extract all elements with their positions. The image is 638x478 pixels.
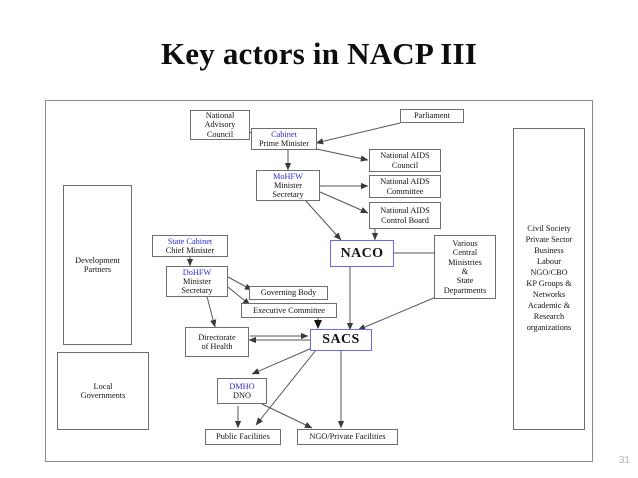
- line: Development: [75, 255, 120, 265]
- line: Control Board: [381, 215, 429, 225]
- line: DoHFW: [182, 267, 212, 277]
- node-national-advisory-council[interactable]: National Advisory Council: [190, 110, 250, 140]
- line: State Cabinet: [167, 236, 213, 246]
- line: Central: [452, 248, 478, 258]
- line: Research: [533, 311, 565, 321]
- line: National: [205, 111, 235, 121]
- node-national-aids-committee[interactable]: National AIDS Committee: [369, 175, 441, 198]
- line: Committee: [386, 186, 424, 196]
- line: Business: [534, 246, 564, 256]
- line: Networks: [532, 289, 566, 299]
- line: Labour: [537, 257, 561, 267]
- page-number: 31: [618, 455, 630, 466]
- line: National AIDS: [380, 206, 430, 216]
- line: Governing Body: [260, 288, 317, 298]
- node-dohfw[interactable]: DoHFW Minister Secretary: [166, 266, 228, 297]
- line: Parliament: [414, 111, 450, 121]
- node-sacs[interactable]: SACS: [310, 329, 372, 351]
- node-ngo-private-facilities[interactable]: NGO/Private Facilities: [297, 429, 398, 445]
- line: Secretary: [181, 286, 213, 296]
- node-mohfw[interactable]: MoHFW Minister Secretary: [256, 170, 320, 201]
- line: DNO: [233, 391, 251, 400]
- node-directorate-of-health[interactable]: Directorate of Health: [185, 327, 249, 357]
- line: National AIDS: [380, 177, 430, 187]
- line: NGO/CBO: [530, 268, 568, 278]
- line: Prime Minister: [258, 139, 309, 148]
- line: Local: [93, 381, 113, 391]
- diagram-frame: [45, 100, 593, 462]
- line: Advisory: [204, 120, 236, 130]
- line: Private Sector: [525, 235, 573, 245]
- page-title: Key actors in NACP III: [160, 36, 478, 71]
- node-civil-society[interactable]: Civil Society Private Sector Business La…: [513, 128, 585, 430]
- node-naco[interactable]: NACO: [330, 240, 394, 267]
- line: Council: [206, 129, 234, 139]
- line: Secretary: [272, 190, 304, 200]
- line: State: [456, 276, 474, 286]
- node-local-governments[interactable]: Local Governments: [57, 352, 149, 430]
- node-national-aids-control-board[interactable]: National AIDS Control Board: [369, 202, 441, 229]
- line: of Health: [201, 342, 233, 351]
- line: Council: [391, 160, 419, 170]
- line: NGO/Private Facilities: [309, 432, 386, 442]
- line: Minister: [182, 276, 212, 286]
- node-national-aids-council[interactable]: National AIDS Council: [369, 149, 441, 172]
- line: Partners: [83, 265, 112, 274]
- line: Departments: [443, 285, 487, 295]
- line: National AIDS: [380, 151, 430, 161]
- line: Cabinet: [271, 129, 297, 139]
- node-executive-committee[interactable]: Executive Committee: [241, 303, 337, 318]
- line: DMHO: [229, 381, 255, 391]
- node-cabinet[interactable]: Cabinet Prime Minister: [251, 128, 317, 150]
- node-public-facilities[interactable]: Public Facilities: [205, 429, 281, 445]
- line: Chief Minister: [165, 246, 215, 255]
- line: &: [461, 267, 469, 276]
- line: Minister: [273, 180, 303, 190]
- node-governing-body[interactable]: Governing Body: [249, 286, 328, 300]
- node-dmho[interactable]: DMHO DNO: [217, 378, 267, 404]
- node-development-partners[interactable]: Development Partners: [63, 185, 132, 345]
- line: Ministries: [448, 257, 482, 267]
- line: KP Groups &: [526, 279, 572, 288]
- node-state-cabinet[interactable]: State Cabinet Chief Minister: [152, 235, 228, 257]
- line: Academic &: [527, 300, 571, 310]
- line: Governments: [80, 391, 126, 400]
- line: organizations: [526, 322, 572, 332]
- line: Civil Society: [527, 224, 571, 234]
- line: NACO: [340, 245, 384, 261]
- line: Directorate: [198, 332, 236, 342]
- node-parliament[interactable]: Parliament: [400, 109, 464, 123]
- line: SACS: [322, 332, 360, 348]
- line: MoHFW: [273, 171, 303, 181]
- line: Various: [452, 239, 478, 249]
- line: Public Facilities: [216, 432, 270, 442]
- line: Executive Committee: [252, 305, 326, 315]
- node-various-central-ministries[interactable]: Various Central Ministries & State Depar…: [434, 235, 496, 299]
